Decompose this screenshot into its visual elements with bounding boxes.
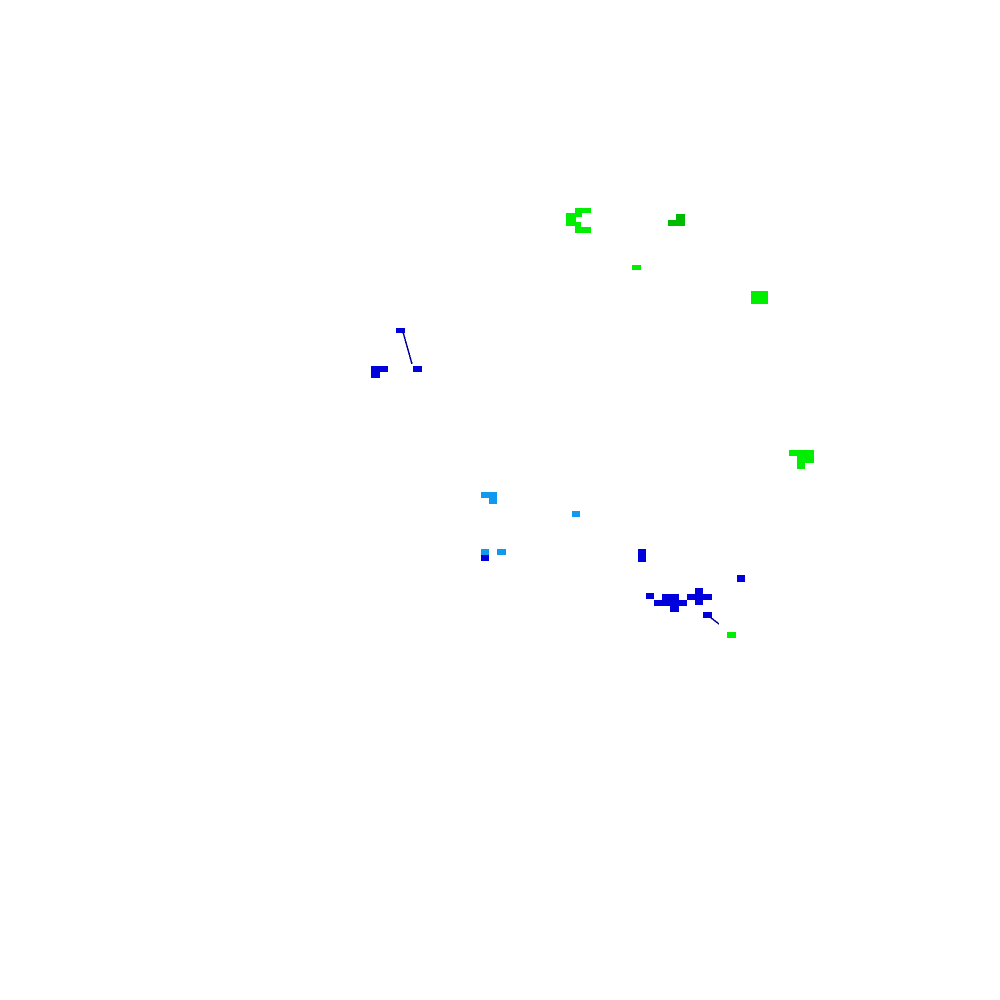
map-line (402, 331, 413, 365)
green-dot-bottom (727, 632, 736, 638)
map-cell (497, 549, 506, 555)
map-cell (654, 600, 687, 606)
light-blue-cluster (481, 492, 580, 561)
map-cell (575, 222, 581, 227)
map-cell (670, 605, 679, 612)
map-cell (575, 227, 591, 233)
map-line (709, 616, 720, 625)
map-cell (737, 575, 745, 582)
green-cluster-top-left (566, 208, 591, 233)
map-cell (638, 549, 646, 562)
map-cell (566, 213, 576, 226)
map-cell (481, 555, 489, 561)
green-cluster-far-right (789, 450, 814, 469)
map-cell (396, 328, 405, 333)
map-cell (662, 594, 679, 600)
map-cell (413, 366, 422, 372)
map-cell (575, 213, 582, 217)
map-cell (575, 208, 591, 213)
map-cell (481, 549, 489, 555)
green-cluster-top-right (668, 214, 685, 226)
map-cell (481, 492, 497, 498)
map-cell (797, 456, 814, 463)
map-cell (703, 612, 712, 618)
map-cell (695, 588, 703, 605)
map-cell (489, 497, 497, 504)
green-square-right (751, 291, 768, 304)
map-cell (797, 463, 805, 469)
map-cell (646, 593, 654, 599)
map-cell (371, 366, 388, 372)
map-cell (668, 220, 685, 226)
map-cell (371, 371, 380, 378)
blue-cluster-left (371, 328, 422, 378)
blue-cluster-bottom (638, 549, 745, 625)
map-cell (676, 214, 685, 222)
map-cell (572, 511, 580, 517)
green-dot-mid (632, 265, 641, 270)
map-cell (789, 450, 814, 456)
